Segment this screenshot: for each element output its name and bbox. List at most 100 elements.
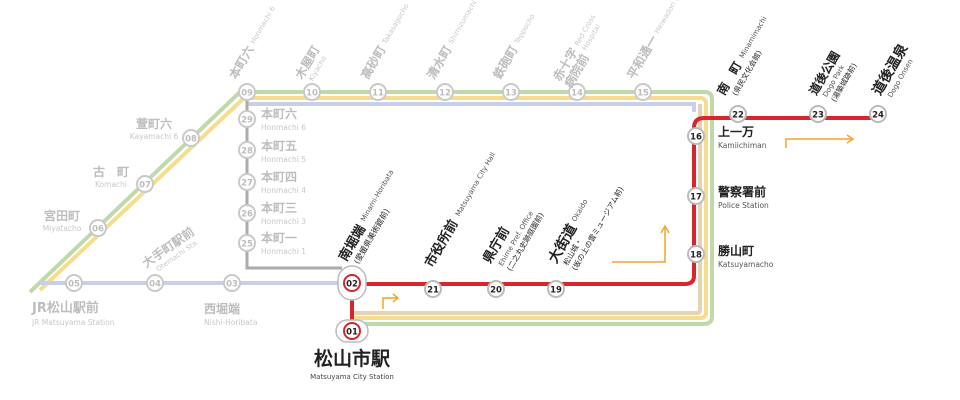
station-marker-23[interactable]: 23 xyxy=(809,105,827,123)
station-label-15-en: Heiwadori 1 xyxy=(653,0,681,35)
station-marker-05[interactable] xyxy=(65,274,83,292)
station-number: 20 xyxy=(490,286,502,296)
station-number: 13 xyxy=(505,89,517,99)
station-number: 14 xyxy=(571,89,583,99)
station-marker-14[interactable] xyxy=(568,83,586,101)
station-number: 25 xyxy=(241,240,253,250)
station-label-12: 清水町 xyxy=(424,43,455,82)
station-label-21: 市役所前 xyxy=(422,217,462,270)
station-label-17-en: Police Station xyxy=(718,201,769,210)
station-number: 19 xyxy=(550,286,562,296)
station-label-26: 本町三 xyxy=(261,200,297,215)
station-label-26-en: Honmachi 3 xyxy=(261,217,306,226)
station-marker-12[interactable] xyxy=(436,83,454,101)
station-label-02-en: Minami-Horibata xyxy=(359,169,395,223)
station-label-07: 古 町 xyxy=(93,164,129,179)
direction-arrows xyxy=(382,134,855,309)
arrow-icon xyxy=(785,138,852,148)
station-label-25-en: Honmachi 1 xyxy=(261,247,306,256)
station-marker-04[interactable] xyxy=(146,274,164,292)
station-number: 27 xyxy=(241,179,253,189)
station-marker-06[interactable] xyxy=(89,219,107,237)
station-label-06-en: Miyatacho xyxy=(43,224,82,233)
arrow-icon xyxy=(392,293,400,303)
station-marker-26[interactable] xyxy=(238,204,256,222)
station-label-07-en: Komachi xyxy=(95,180,127,189)
station-marker-19[interactable]: 19 xyxy=(547,280,565,298)
station-number: 23 xyxy=(812,111,824,121)
station-label-11-en: Takasagocho xyxy=(381,3,411,47)
station-marker-18[interactable]: 18 xyxy=(687,245,705,263)
station-marker-16[interactable]: 16 xyxy=(687,127,705,145)
station-label-16-en: Kamiichiman xyxy=(718,141,767,150)
station-label-15: 平和通一 xyxy=(624,32,661,81)
station-number: 07 xyxy=(139,181,151,191)
station-marker-02[interactable]: 02 xyxy=(337,265,367,301)
red-line xyxy=(350,116,878,330)
green-line xyxy=(28,90,714,326)
station-marker-17[interactable]: 17 xyxy=(687,187,705,205)
arrow-icon xyxy=(382,297,397,309)
station-number: 09 xyxy=(241,89,253,99)
station-marker-27[interactable] xyxy=(238,173,256,191)
station-label-09-en: Honmachi 6 xyxy=(249,5,277,46)
station-number: 29 xyxy=(241,116,253,126)
station-label-18-en: Katsuyamacho xyxy=(718,260,774,269)
station-marker-01[interactable]: 01 xyxy=(335,319,369,343)
station-marker-28[interactable] xyxy=(238,141,256,159)
station-label-21-en: Matsuyama City Hall xyxy=(454,151,497,218)
station-label-03: 西堀端 xyxy=(204,301,240,316)
station-number: 04 xyxy=(149,280,161,290)
station-marker-13[interactable] xyxy=(502,83,520,101)
station-number: 10 xyxy=(306,89,318,99)
station-label-25: 本町一 xyxy=(261,230,297,245)
station-marker-15[interactable] xyxy=(634,83,652,101)
station-label-27: 本町四 xyxy=(261,169,297,184)
station-marker-07[interactable] xyxy=(136,175,154,193)
station-label-01: 松山市駅 xyxy=(314,347,391,370)
station-number: 01 xyxy=(346,328,358,338)
station-number: 06 xyxy=(92,225,104,235)
station-number: 12 xyxy=(439,89,451,99)
station-number: 26 xyxy=(241,210,253,220)
station-marker-24[interactable]: 24 xyxy=(869,105,887,123)
beige-line xyxy=(352,104,702,315)
station-number: 08 xyxy=(185,135,197,145)
arrow-icon xyxy=(846,134,855,144)
station-marker-03[interactable] xyxy=(223,274,241,292)
arrow-icon xyxy=(612,228,666,263)
station-label-01-en: Matsuyama City Station xyxy=(310,373,394,381)
station-label-13: 鉄砲町 xyxy=(490,43,521,82)
station-marker-20[interactable]: 20 xyxy=(487,280,505,298)
station-number: 02 xyxy=(346,280,358,290)
station-marker-21[interactable]: 21 xyxy=(424,280,442,298)
station-label-03-en: Nishi-Horibata xyxy=(204,318,257,327)
station-label-08-en: Kayamachi 6 xyxy=(130,132,179,141)
yellow-line xyxy=(38,96,708,320)
station-label-17: 警察署前 xyxy=(717,184,766,199)
station-marker-08[interactable] xyxy=(182,129,200,147)
blue-line-upper xyxy=(248,102,696,112)
station-label-08: 萱町六 xyxy=(136,116,172,131)
station-label-16: 上一万 xyxy=(718,124,754,139)
station-label-12-en: Shimizumachi xyxy=(447,0,478,45)
station-marker-10[interactable] xyxy=(303,83,321,101)
station-number: 11 xyxy=(372,89,384,99)
station-number: 21 xyxy=(427,286,439,296)
station-label-28: 本町五 xyxy=(261,138,297,153)
station-label-06: 宮田町 xyxy=(44,208,80,223)
station-marker-25[interactable] xyxy=(238,234,256,252)
station-number: 05 xyxy=(68,280,80,290)
station-marker-09[interactable] xyxy=(238,83,256,101)
station-label-11: 高砂町 xyxy=(358,43,389,82)
station-number: 15 xyxy=(637,89,649,99)
station-label-29: 本町六 xyxy=(261,106,297,121)
station-marker-11[interactable] xyxy=(369,83,387,101)
station-number: 03 xyxy=(226,280,238,290)
station-marker-29[interactable] xyxy=(238,110,256,128)
station-label-05-en: JR Matsuyama Station xyxy=(31,318,115,327)
station-number: 17 xyxy=(690,193,702,203)
station-number: 24 xyxy=(872,111,884,121)
station-marker-22[interactable]: 22 xyxy=(729,105,747,123)
